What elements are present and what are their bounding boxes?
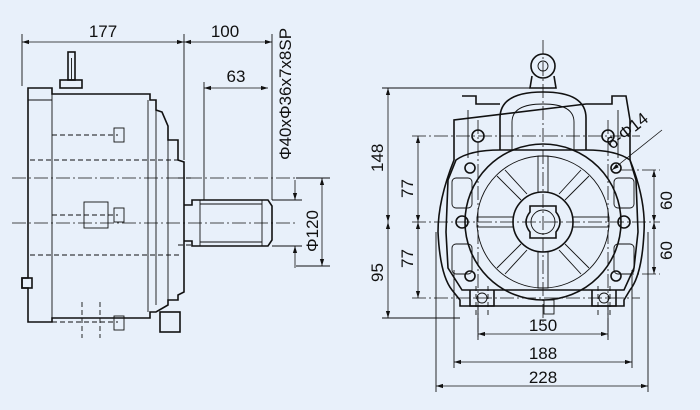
dim-188-label: 188 [529, 344, 557, 363]
dim-77-lower-label: 77 [398, 249, 417, 268]
dim-100-label: 100 [211, 22, 239, 41]
dim-148-label: 148 [368, 144, 387, 172]
dim-63-label: 63 [227, 67, 246, 86]
front-housing [437, 95, 646, 307]
side-housing [21, 87, 185, 323]
dim-60-upper-label: 60 [657, 191, 676, 210]
front-spokes [476, 155, 610, 289]
dim-77-upper-label: 77 [398, 179, 417, 198]
dim-60-lower-label: 60 [657, 241, 676, 260]
shaft-spec-label: Φ40xΦ36x7x8SP [276, 28, 295, 160]
dim-95-label: 95 [368, 263, 387, 282]
dim-177-label: 177 [89, 22, 117, 41]
dim-228-label: 228 [529, 368, 557, 387]
front-slots [451, 177, 635, 275]
side-eyebolt [59, 51, 83, 89]
side-bolts [30, 127, 192, 338]
front-flange [445, 149, 639, 291]
dim-phi120-label: Φ120 [303, 210, 322, 252]
front-view: 148 95 77 77 60 60 6-Φ14 150 188 22 [368, 40, 676, 392]
front-bore [525, 205, 561, 239]
side-view: 177 100 63 Φ40xΦ36x7x8SP Φ120 [12, 22, 330, 338]
dim-150-label: 150 [529, 316, 557, 335]
